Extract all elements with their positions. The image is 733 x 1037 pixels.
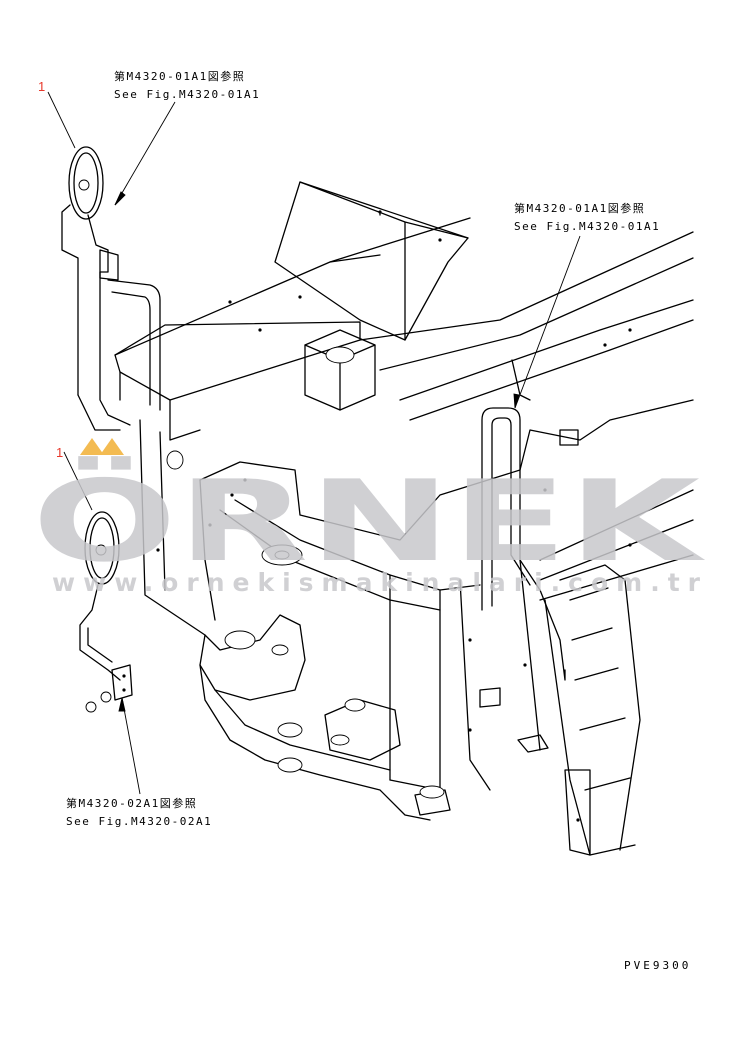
reference-label-top-left: 第M4320-01A1図参照 See Fig.M4320-01A1 — [114, 69, 260, 101]
reference-ja: 第M4320-01A1図参照 — [514, 201, 645, 215]
ladder-handrail-drawing — [481, 407, 641, 856]
reference-ja: 第M4320-02A1図参照 — [66, 796, 197, 810]
reference-label-top-right: 第M4320-01A1図参照 See Fig.M4320-01A1 — [514, 201, 660, 233]
reference-en: See Fig.M4320-01A1 — [514, 220, 660, 233]
watermark-accent-mark — [80, 438, 124, 455]
upper-mirror-drawing — [61, 146, 161, 431]
watermark: ÖRNEK www.ornekismakinalari.com.tr — [32, 438, 706, 597]
chassis-frame-drawing — [114, 181, 694, 821]
leader-lines — [47, 91, 581, 795]
reference-ja: 第M4320-01A1図参照 — [114, 69, 245, 83]
watermark-brand: ÖRNEK — [32, 456, 706, 587]
lower-mirror-drawing — [79, 511, 133, 713]
reference-en: See Fig.M4320-02A1 — [66, 815, 212, 828]
reference-label-bottom-left: 第M4320-02A1図参照 See Fig.M4320-02A1 — [66, 796, 212, 828]
drawing-code: PVE9300 — [624, 959, 691, 972]
callout-number: 1 — [56, 445, 63, 460]
reference-en: See Fig.M4320-01A1 — [114, 88, 260, 101]
callout-number: 1 — [38, 79, 45, 94]
